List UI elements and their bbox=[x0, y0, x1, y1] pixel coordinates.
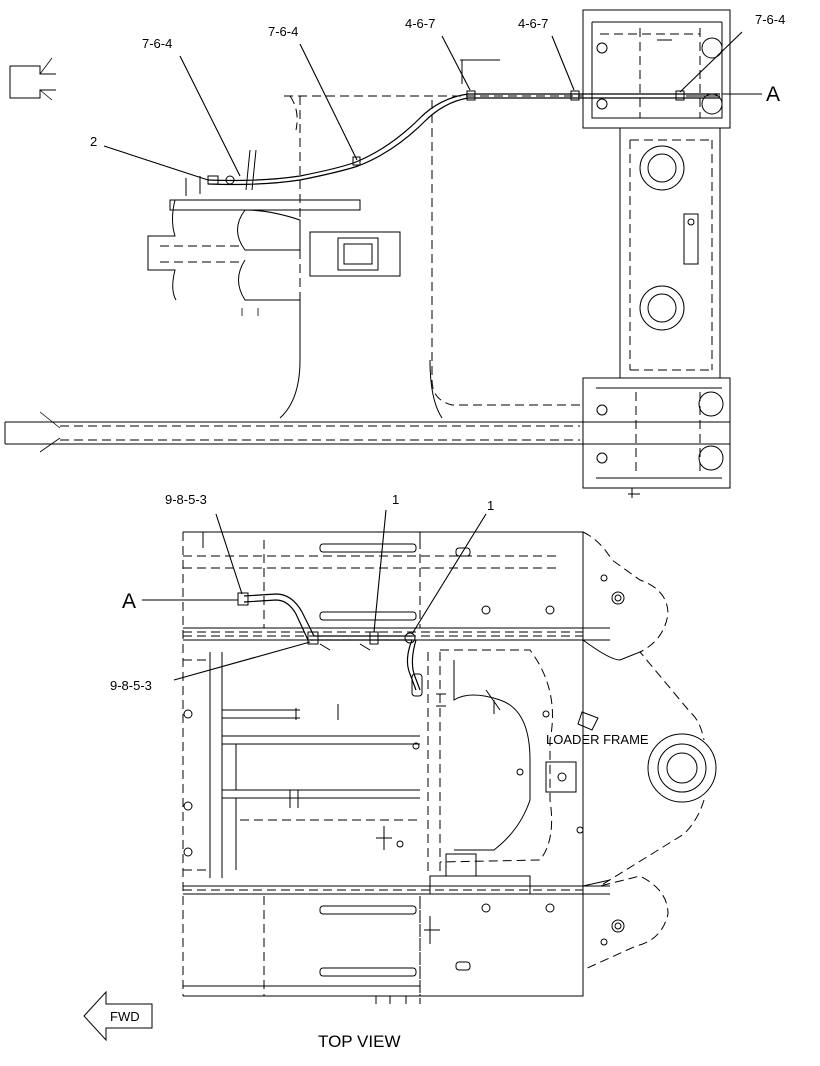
callout-4-6-7-left: 4-6-7 bbox=[405, 16, 435, 31]
lower-leaders bbox=[142, 509, 487, 681]
section-ref-a-upper: A bbox=[766, 83, 780, 106]
upper-leaders bbox=[103, 31, 762, 181]
hose-route-upper bbox=[207, 90, 720, 186]
view-title: TOP VIEW bbox=[318, 1032, 401, 1051]
loader-frame-label: LOADER FRAME bbox=[546, 732, 649, 747]
chassis-right-frame bbox=[582, 9, 731, 498]
pivot-assembly bbox=[147, 149, 401, 316]
center-frame bbox=[279, 59, 583, 419]
lower-view: 9-8-5-3 1 1 9-8-5-3 A LOADER FRAME bbox=[110, 492, 717, 1004]
callout-7-6-4-left: 7-6-4 bbox=[142, 36, 172, 51]
callout-9-8-5-3-bottom: 9-8-5-3 bbox=[110, 678, 152, 693]
callout-7-6-4-center: 7-6-4 bbox=[268, 24, 298, 39]
callout-4-6-7-right: 4-6-7 bbox=[518, 16, 548, 31]
callout-2: 2 bbox=[90, 134, 97, 149]
callout-1-right: 1 bbox=[487, 498, 494, 513]
cross-beam bbox=[4, 411, 730, 453]
lower-mid-bracket bbox=[419, 853, 531, 1004]
callout-9-8-5-3-top: 9-8-5-3 bbox=[165, 492, 207, 507]
callout-7-6-4-right: 7-6-4 bbox=[755, 12, 785, 27]
section-ref-a-lower: A bbox=[122, 590, 136, 613]
left-bracket-fragment bbox=[9, 57, 56, 101]
inner-cross-members bbox=[183, 652, 441, 878]
hose-route-lower bbox=[237, 592, 423, 697]
fwd-arrow: FWD bbox=[83, 990, 153, 1042]
callout-1-left: 1 bbox=[392, 492, 399, 507]
upper-view: 7-6-4 7-6-4 4-6-7 4-6-7 7-6-4 2 A bbox=[4, 9, 785, 498]
loader-frame-arms bbox=[436, 531, 717, 971]
fwd-label: FWD bbox=[110, 1009, 140, 1024]
